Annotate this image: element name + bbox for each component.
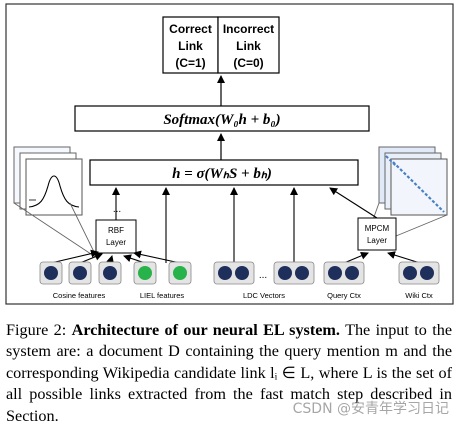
query-node xyxy=(345,266,359,280)
rbf-kernel-thumbnails xyxy=(13,146,83,216)
lilel-node xyxy=(173,266,187,280)
figure-caption: Figure 2: Architecture of our neural EL … xyxy=(6,321,453,425)
ldc-node xyxy=(278,266,292,280)
arrows-to-rbf xyxy=(50,249,181,264)
incorrect-line-2: Link xyxy=(236,39,261,53)
ldc-label: LDC Vectors xyxy=(243,291,285,300)
mpcm-matrix-thumbnails xyxy=(378,146,448,216)
wiki-node xyxy=(403,266,417,280)
ldc-node xyxy=(218,266,232,280)
input-cosine-features: Cosine features xyxy=(39,261,122,300)
cosine-node xyxy=(103,266,117,280)
rbf-line-1: RBF xyxy=(108,226,124,235)
cosine-label: Cosine features xyxy=(53,291,106,300)
caption-prefix: Figure 2: xyxy=(6,321,67,339)
ldc-node xyxy=(295,266,309,280)
cosine-node xyxy=(73,266,87,280)
arrows-to-mpcm xyxy=(343,251,421,264)
lilel-label: LIEL features xyxy=(140,291,185,300)
wiki-ctx-label: Wiki Ctx xyxy=(405,291,433,300)
hidden-layer-box xyxy=(89,159,359,186)
input-query-ctx: Query Ctx xyxy=(323,261,365,300)
hidden-formula: h = σ(WₕS + bₕ) xyxy=(172,166,272,182)
output-box-correct: Correct Link (C=1) xyxy=(162,16,219,74)
query-ctx-label: Query Ctx xyxy=(327,291,361,300)
arrow-mpcm-hidden xyxy=(329,187,378,219)
query-node xyxy=(328,266,342,280)
wiki-node xyxy=(420,266,434,280)
correct-line-1: Correct xyxy=(169,22,212,36)
rbf-ellipsis: ... xyxy=(113,204,121,215)
rbf-zoom-line-right xyxy=(69,202,98,259)
rbf-layer-box xyxy=(95,219,137,254)
ldc-node xyxy=(235,266,249,280)
rbf-zoom-line-left xyxy=(13,202,98,259)
incorrect-line-1: Incorrect xyxy=(223,22,274,36)
mpcm-line-1: MPCM xyxy=(365,224,390,233)
input-lilel-features: LIEL features xyxy=(133,261,192,300)
lilel-node xyxy=(138,266,152,280)
caption-body: The input to the system are: a document … xyxy=(6,321,453,425)
mpcm-layer-box xyxy=(357,217,397,251)
mpcm-line-2: Layer xyxy=(367,236,387,245)
output-box-incorrect: Incorrect Link (C=0) xyxy=(217,16,280,74)
diagram-frame xyxy=(5,3,454,305)
input-wiki-ctx: Wiki Ctx xyxy=(398,261,440,300)
ldc-ellipsis: ... xyxy=(259,270,267,281)
softmax-box xyxy=(74,105,370,132)
watermark-text: CSDN @安青年学习日记 xyxy=(292,401,449,417)
incorrect-line-3: (C=0) xyxy=(233,56,263,70)
correct-line-2: Link xyxy=(178,39,203,53)
caption-title: Architecture of our neural EL system. xyxy=(71,321,340,339)
rbf-line-2: Layer xyxy=(106,238,126,247)
input-ldc-vectors: ... LDC Vectors xyxy=(213,261,315,300)
cosine-node xyxy=(44,266,58,280)
softmax-formula: Softmax(W₀h + b₀) xyxy=(163,112,280,128)
correct-line-3: (C=1) xyxy=(175,56,205,70)
